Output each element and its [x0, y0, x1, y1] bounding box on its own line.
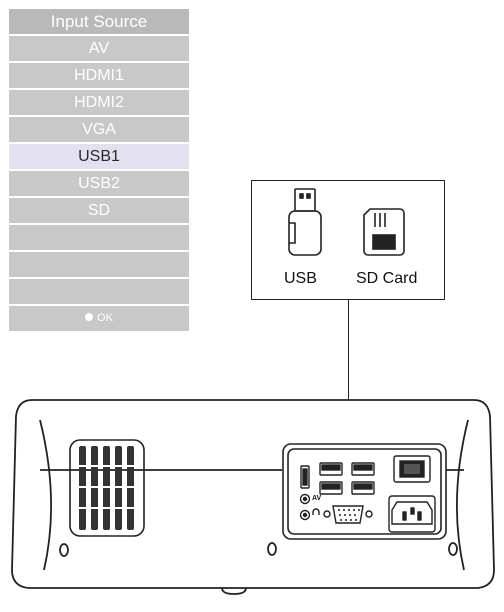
usb-ports-icon	[319, 462, 375, 495]
storage-callout: USB SD Card	[251, 180, 445, 300]
menu-item-hdmi1[interactable]: HDMI1	[9, 63, 189, 88]
av-port-label: AV	[312, 495, 322, 502]
menu-item-empty	[9, 225, 189, 250]
storage-icons	[288, 188, 405, 256]
sd-card-icon	[363, 208, 405, 256]
input-source-menu: Input Source AV HDMI1 HDMI2 VGA USB1 USB…	[9, 9, 189, 333]
menu-item-hdmi2[interactable]: HDMI2	[9, 90, 189, 115]
vent-grille	[69, 439, 145, 537]
ok-label: OK	[97, 312, 113, 324]
sd-card-label: SD Card	[356, 270, 418, 287]
ok-hint[interactable]: OK	[9, 306, 189, 331]
menu-item-sd[interactable]: SD	[9, 198, 189, 223]
menu-item-usb2[interactable]: USB2	[9, 171, 189, 196]
usb-label: USB	[284, 270, 317, 287]
projector-foot	[221, 587, 247, 595]
callout-leader-line	[348, 300, 349, 400]
usb-drive-icon	[288, 188, 322, 256]
menu-item-av[interactable]: AV	[9, 36, 189, 61]
vga-port-icon	[323, 505, 373, 524]
menu-item-empty	[9, 252, 189, 277]
audio-jacks-icon	[299, 493, 320, 521]
ok-dot-icon	[85, 313, 94, 322]
power-inlet-icon	[388, 495, 436, 533]
menu-item-usb1[interactable]: USB1	[9, 144, 189, 169]
menu-item-vga[interactable]: VGA	[9, 117, 189, 142]
menu-title: Input Source	[9, 9, 189, 34]
hdmi-port-icon	[300, 465, 310, 489]
io-panel	[282, 443, 447, 540]
power-switch-icon	[393, 455, 431, 483]
menu-item-empty	[9, 279, 189, 304]
